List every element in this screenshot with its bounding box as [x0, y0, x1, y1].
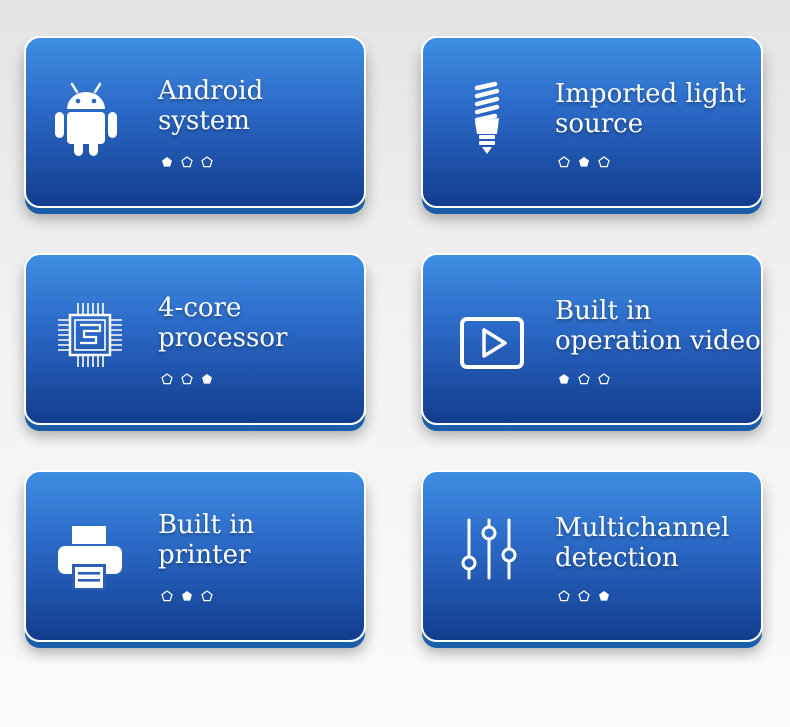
video-play-icon [459, 295, 531, 375]
cpu-chip-icon [54, 295, 126, 375]
pagination-dots [558, 156, 610, 168]
pentagon-filled-icon [201, 373, 213, 385]
feature-title-line-1: Android [158, 76, 264, 106]
feature-title: Built in operation video [555, 296, 761, 356]
pentagon-outline-icon [161, 590, 173, 602]
feature-card-multichannel-detection: Multichannel detection [421, 470, 763, 642]
pagination-dots [161, 373, 213, 385]
feature-title: Imported light source [555, 79, 753, 139]
feature-title-line-1: 4-core [158, 293, 242, 323]
feature-title-line-1: Multichannel [555, 513, 730, 543]
pentagon-filled-icon [578, 156, 590, 168]
feature-card-built-in-printer: Built in printer [24, 470, 366, 642]
light-bulb-icon [451, 78, 523, 158]
feature-title: Multichannel detection [555, 513, 753, 573]
pagination-dots [161, 590, 213, 602]
feature-title-line-1: Built in [158, 510, 255, 540]
feature-title: 4-core processor [158, 293, 356, 353]
pagination-dots [558, 590, 610, 602]
feature-card-4-core-processor: 4-core processor [24, 253, 366, 425]
pentagon-outline-icon [578, 373, 590, 385]
feature-title-line-2: printer [158, 540, 251, 570]
pentagon-outline-icon [598, 373, 610, 385]
feature-title: Android system [158, 76, 356, 136]
feature-title-line-1: Built in [555, 296, 652, 326]
feature-title-line-2: source [555, 109, 644, 139]
feature-card-android-system: Android system [24, 36, 366, 208]
pagination-dots [161, 156, 213, 168]
feature-title-line-2: detection [555, 543, 679, 573]
feature-title-line-1: Imported light [555, 79, 746, 109]
printer-icon [54, 512, 126, 592]
feature-title-line-2: system [158, 106, 250, 136]
feature-card-built-in-operation-video: Built in operation video [421, 253, 763, 425]
pentagon-outline-icon [598, 156, 610, 168]
feature-title-line-2: operation video [555, 326, 761, 356]
feature-card-imported-light-source: Imported light source [421, 36, 763, 208]
pentagon-filled-icon [181, 590, 193, 602]
pentagon-outline-icon [201, 156, 213, 168]
pentagon-outline-icon [161, 373, 173, 385]
android-icon [54, 78, 126, 158]
pentagon-outline-icon [558, 590, 570, 602]
pentagon-filled-icon [558, 373, 570, 385]
feature-title: Built in printer [158, 510, 356, 570]
feature-title-line-2: processor [158, 323, 288, 353]
pentagon-outline-icon [578, 590, 590, 602]
sliders-icon [459, 512, 531, 592]
pentagon-outline-icon [558, 156, 570, 168]
pentagon-outline-icon [181, 373, 193, 385]
pentagon-outline-icon [201, 590, 213, 602]
pentagon-filled-icon [161, 156, 173, 168]
pentagon-outline-icon [181, 156, 193, 168]
pagination-dots [558, 373, 610, 385]
pentagon-filled-icon [598, 590, 610, 602]
